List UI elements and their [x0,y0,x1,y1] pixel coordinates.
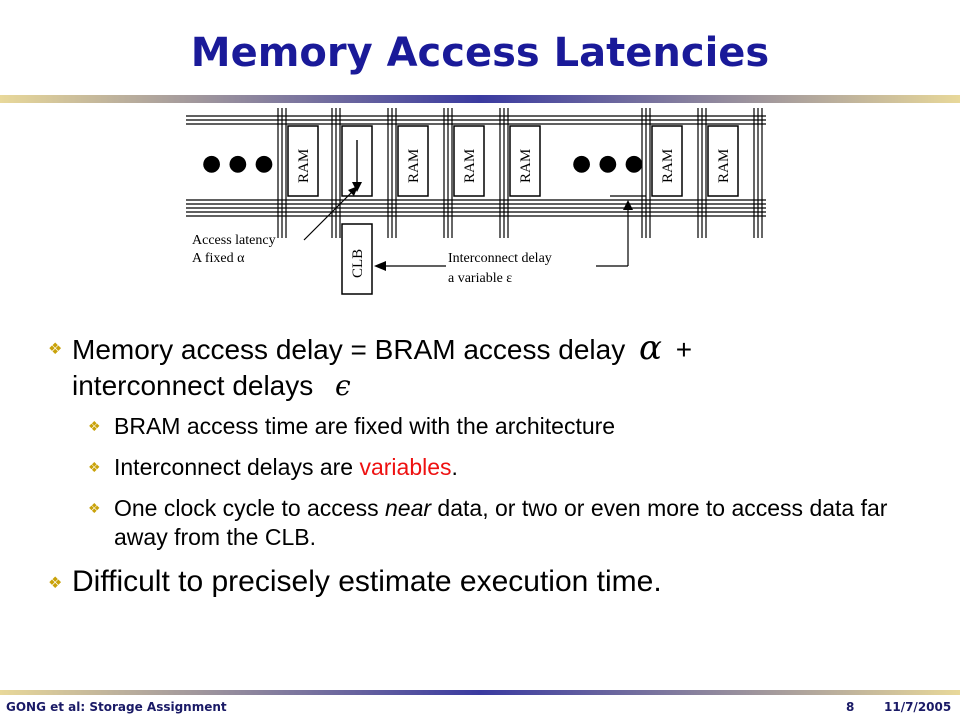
sub-bullet-bram: ❖ BRAM access time are fixed with the ar… [88,413,616,439]
ellipsis-right: ● ● ● [572,151,644,176]
variables-highlight: variables [359,454,452,480]
slide-title: Memory Access Latencies [190,30,770,76]
bullet-difficult: ❖ Difficult to precisely estimate execut… [38,564,938,600]
ram-label-5: RAM [660,149,676,183]
bullet-diamond-icon: ❖ [88,459,101,475]
footer-left: GONG et al: Storage Assignment [6,700,227,714]
ram-label-4: RAM [518,149,534,183]
ram-label-6: RAM [716,149,732,183]
epsilon-symbol: ϵ [335,369,351,402]
bullet-diamond-icon: ❖ [88,500,101,516]
ram-label-3: RAM [462,149,478,183]
alpha-symbol: α [639,328,662,368]
interconnect-label: Interconnect delay [448,251,552,266]
ram-label-1: RAM [296,149,312,183]
fpga-diagram: RAM RAM RAM RAM RAM RAM CLB ● ● ● ● ● ● … [186,108,766,295]
vertical-tracks [277,108,763,238]
footer-page-number: 8 [846,700,855,714]
sub-bullet-clock-cycle: ❖ One clock cycle to access near data, o… [88,495,888,550]
routing-tracks [186,115,766,217]
interconnect-sub: a variable ε [448,271,512,286]
bullet-diamond-icon: ❖ [48,341,63,358]
ellipsis-left: ● ● ● [202,151,274,176]
bullet-memory-delay: ❖ Memory access delay = BRAM access dela… [48,328,693,402]
clb-label: CLB [350,249,366,278]
bullet-diamond-icon: ❖ [48,575,63,592]
ram-label-2: RAM [406,149,422,183]
sub-bullet-interconnect: ❖ Interconnect delays are variables. [88,454,458,480]
access-latency-sub: A fixed α [192,251,245,266]
title-divider [0,95,960,103]
footer-divider [0,690,960,695]
footer-date: 11/7/2005 [884,700,952,714]
access-latency-label: Access latency [192,233,276,248]
bullet-list: ❖ Memory access delay = BRAM access dela… [38,330,938,608]
bullet-diamond-icon: ❖ [88,418,101,434]
